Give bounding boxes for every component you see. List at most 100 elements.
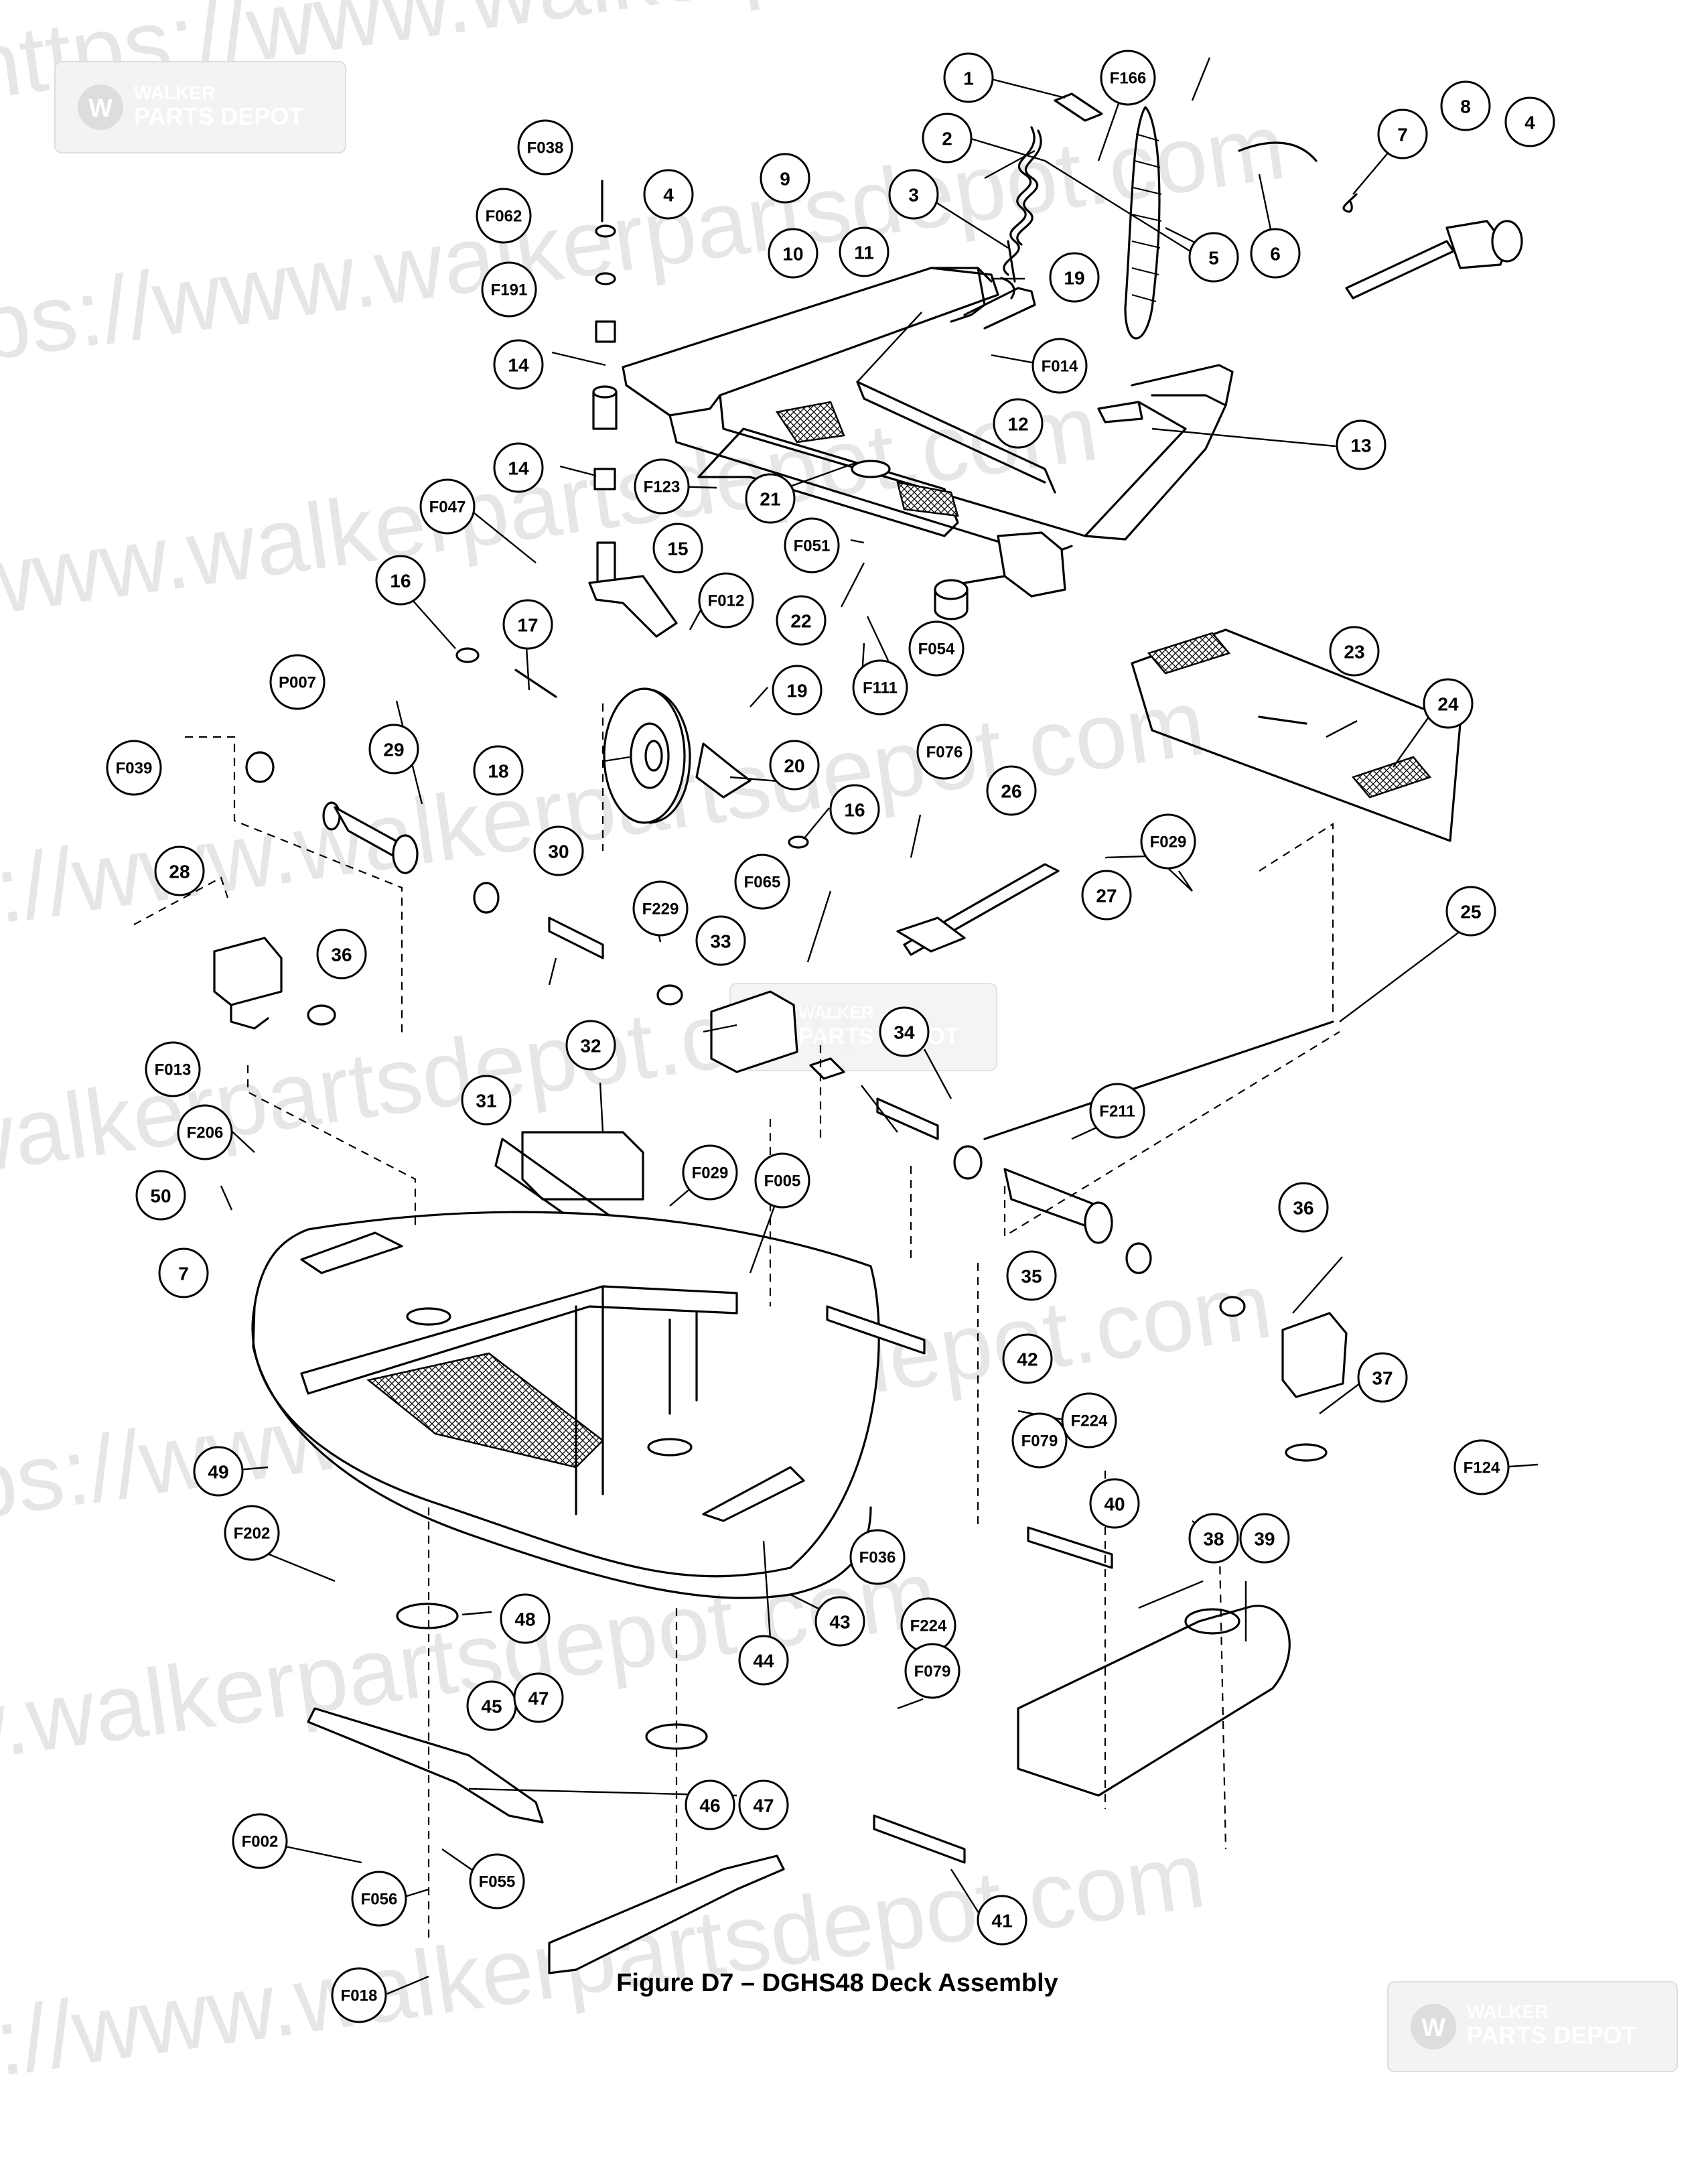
callout-label: F054 xyxy=(918,640,955,659)
logo-line2: PARTS DEPOT xyxy=(798,1024,959,1049)
callout-13: 13 xyxy=(1336,419,1386,470)
callout-circle xyxy=(1002,1333,1053,1384)
logo-line2: PARTS DEPOT xyxy=(1467,2021,1636,2049)
callout-label: 44 xyxy=(753,1651,774,1672)
callout-f039: F039 xyxy=(106,740,162,796)
callout-14: 14 xyxy=(493,339,544,390)
callout-circle xyxy=(469,1853,525,1909)
callout-circle xyxy=(158,1247,209,1298)
callout-label: 42 xyxy=(1017,1349,1038,1370)
callout-circle xyxy=(760,153,810,204)
callout-f005: F005 xyxy=(754,1152,810,1209)
callout-1: 1 xyxy=(943,52,994,103)
callout-f036: F036 xyxy=(849,1529,906,1585)
callout-21: 21 xyxy=(745,473,796,524)
callout-30: 30 xyxy=(533,825,584,876)
callout-f076: F076 xyxy=(916,724,973,780)
callout-19: 19 xyxy=(1049,252,1100,303)
callout-f206: F206 xyxy=(177,1104,233,1160)
callout-circle xyxy=(493,442,544,493)
callout-f202: F202 xyxy=(224,1505,280,1561)
callout-circle xyxy=(1061,1392,1117,1448)
callout-circle xyxy=(738,1779,789,1830)
callout-label: 13 xyxy=(1350,435,1371,456)
alignment-lines xyxy=(133,703,1340,1943)
callout-circle xyxy=(772,665,823,716)
callout-36: 36 xyxy=(1278,1182,1329,1233)
callout-25: 25 xyxy=(1445,886,1496,937)
callout-circle xyxy=(754,1152,810,1209)
callout-34: 34 xyxy=(879,1006,930,1057)
callout-label: 7 xyxy=(178,1264,189,1284)
callout-circle xyxy=(1278,1182,1329,1233)
callout-circle xyxy=(1006,1250,1057,1301)
callout-circle xyxy=(839,226,889,277)
logo-line1: WALKER xyxy=(798,1002,874,1022)
callout-circle xyxy=(1357,1352,1408,1403)
caster-wheel xyxy=(455,180,809,849)
callout-circle xyxy=(682,1144,738,1201)
callout-37: 37 xyxy=(1357,1352,1408,1403)
callout-circle xyxy=(461,1075,512,1126)
callout-circle xyxy=(632,880,689,937)
callout-3: 3 xyxy=(888,169,939,220)
callout-20: 20 xyxy=(769,740,820,791)
callout-49: 49 xyxy=(193,1446,244,1497)
callout-circle xyxy=(1081,870,1132,921)
callout-circle xyxy=(1423,678,1474,729)
callout-f047: F047 xyxy=(419,478,476,535)
callout-f056: F056 xyxy=(351,1871,407,1927)
callout-circle xyxy=(769,740,820,791)
callout-label: 7 xyxy=(1397,125,1408,145)
callout-circle xyxy=(1188,1513,1239,1564)
callout-label: F018 xyxy=(341,1987,378,2005)
callout-circle xyxy=(943,52,994,103)
callout-circle xyxy=(685,1779,735,1830)
callout-circle xyxy=(734,854,790,910)
callout-circle xyxy=(829,784,880,835)
line-art xyxy=(133,57,1539,1995)
callout-label: 40 xyxy=(1104,1494,1125,1515)
callout-label: F055 xyxy=(479,1873,516,1891)
callout-circle xyxy=(481,261,537,318)
callout-f029: F029 xyxy=(682,1144,738,1201)
logo-line2: PARTS DEPOT xyxy=(134,103,303,130)
callout-label: 14 xyxy=(508,458,529,479)
callout-circle xyxy=(993,398,1044,449)
callout-29: 29 xyxy=(368,724,419,774)
callout-circle xyxy=(1250,228,1301,279)
callout-label: 28 xyxy=(169,862,190,882)
callout-circle xyxy=(232,1813,288,1869)
callout-label: F005 xyxy=(764,1172,801,1191)
logo-mark-icon xyxy=(1411,2004,1456,2049)
callout-label: F014 xyxy=(1042,358,1078,376)
callout-50: 50 xyxy=(135,1170,186,1221)
callout-label: 34 xyxy=(894,1022,915,1043)
callout-label: 39 xyxy=(1254,1529,1275,1550)
callout-31: 31 xyxy=(461,1075,512,1126)
callout-38: 38 xyxy=(1188,1513,1239,1564)
callout-label: F051 xyxy=(794,537,831,555)
callout-circle xyxy=(368,724,419,774)
callout-label: F079 xyxy=(914,1663,951,1681)
callout-f229: F229 xyxy=(632,880,689,937)
callout-circle xyxy=(1011,1412,1068,1469)
callout-label: 36 xyxy=(1293,1198,1313,1219)
callout-label: 32 xyxy=(580,1036,601,1057)
callout-f055: F055 xyxy=(469,1853,525,1909)
callout-circle xyxy=(1100,50,1156,106)
callout-43: 43 xyxy=(814,1596,865,1647)
callout-circle xyxy=(473,745,524,796)
callout-label: F013 xyxy=(155,1061,192,1079)
callout-p007: P007 xyxy=(269,654,326,710)
callout-circle xyxy=(419,478,476,535)
callout-label: 18 xyxy=(488,761,508,782)
callout-label: F029 xyxy=(692,1164,729,1183)
callout-label: 46 xyxy=(699,1796,720,1816)
callout-circle xyxy=(652,523,703,573)
callout-48: 48 xyxy=(500,1593,551,1644)
callout-19: 19 xyxy=(772,665,823,716)
callout-circle xyxy=(513,1672,564,1723)
callout-label: F191 xyxy=(491,281,528,299)
